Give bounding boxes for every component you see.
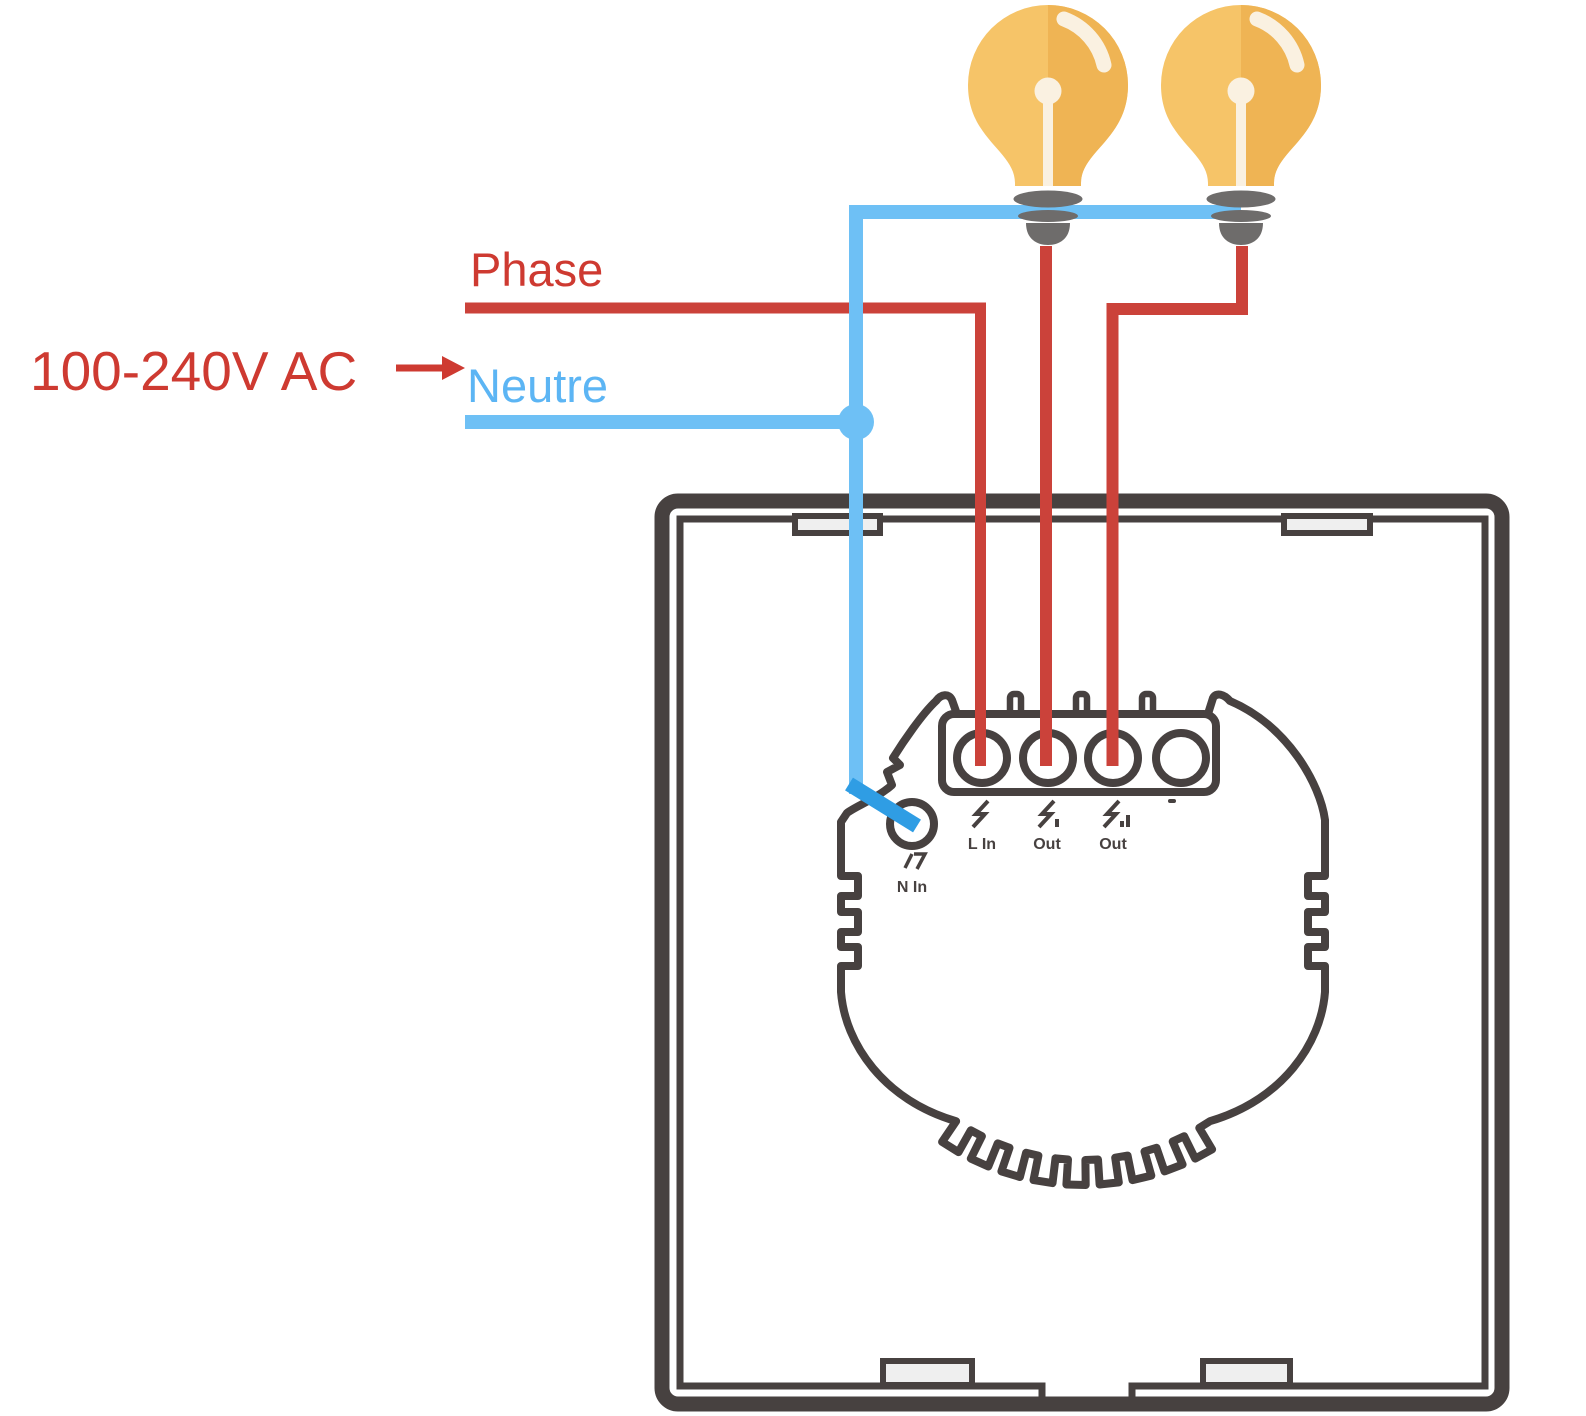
terminal-label-n-in: N In bbox=[897, 879, 927, 896]
arrow-head bbox=[442, 356, 465, 380]
module-mark-dot bbox=[1168, 799, 1176, 803]
lightning-icon-out-1 bbox=[1037, 799, 1059, 829]
phase-label: Phase bbox=[470, 243, 603, 296]
frame-inner-border bbox=[676, 515, 1489, 1403]
neutral-wires bbox=[465, 205, 1241, 833]
frame-clip-top-right bbox=[1281, 513, 1373, 536]
arrow-shaft bbox=[396, 364, 444, 372]
switch-back-frame bbox=[654, 493, 1510, 1412]
module-outline bbox=[837, 690, 1329, 1189]
wire-bulb2-to-out2 bbox=[1106, 246, 1248, 766]
neutral-junction-dot bbox=[838, 404, 874, 440]
terminal-label-out-1: Out bbox=[1033, 836, 1061, 853]
lightning-icon-n-in bbox=[903, 852, 928, 870]
switch-module: L In Out Out N In bbox=[837, 690, 1329, 1189]
voltage-label: 100-240V AC bbox=[30, 340, 357, 402]
terminal-hole-spare bbox=[1152, 729, 1210, 787]
terminal-label-out-2: Out bbox=[1099, 836, 1127, 853]
lightning-icon-l-in bbox=[971, 799, 990, 829]
terminal-label-l-in: L In bbox=[968, 836, 996, 853]
lightning-icon-out-2 bbox=[1102, 799, 1130, 829]
neutral-label: Neutre bbox=[467, 359, 608, 412]
wire-phase-to-l-in bbox=[465, 302, 986, 766]
wire-neutral-main bbox=[849, 205, 1241, 794]
frame-outer-border bbox=[654, 493, 1510, 1412]
terminal-block bbox=[938, 710, 1220, 796]
wire-neutral-into-n-in bbox=[845, 777, 921, 833]
annotations: 100-240V AC Phase Neutre bbox=[30, 243, 608, 412]
arrow-right-icon bbox=[396, 356, 465, 380]
phase-wires bbox=[465, 246, 1248, 766]
frame-clip-top-left bbox=[792, 513, 883, 536]
frame-clip-bottom-left bbox=[880, 1358, 975, 1388]
frame-clip-bottom-right bbox=[1200, 1358, 1293, 1388]
